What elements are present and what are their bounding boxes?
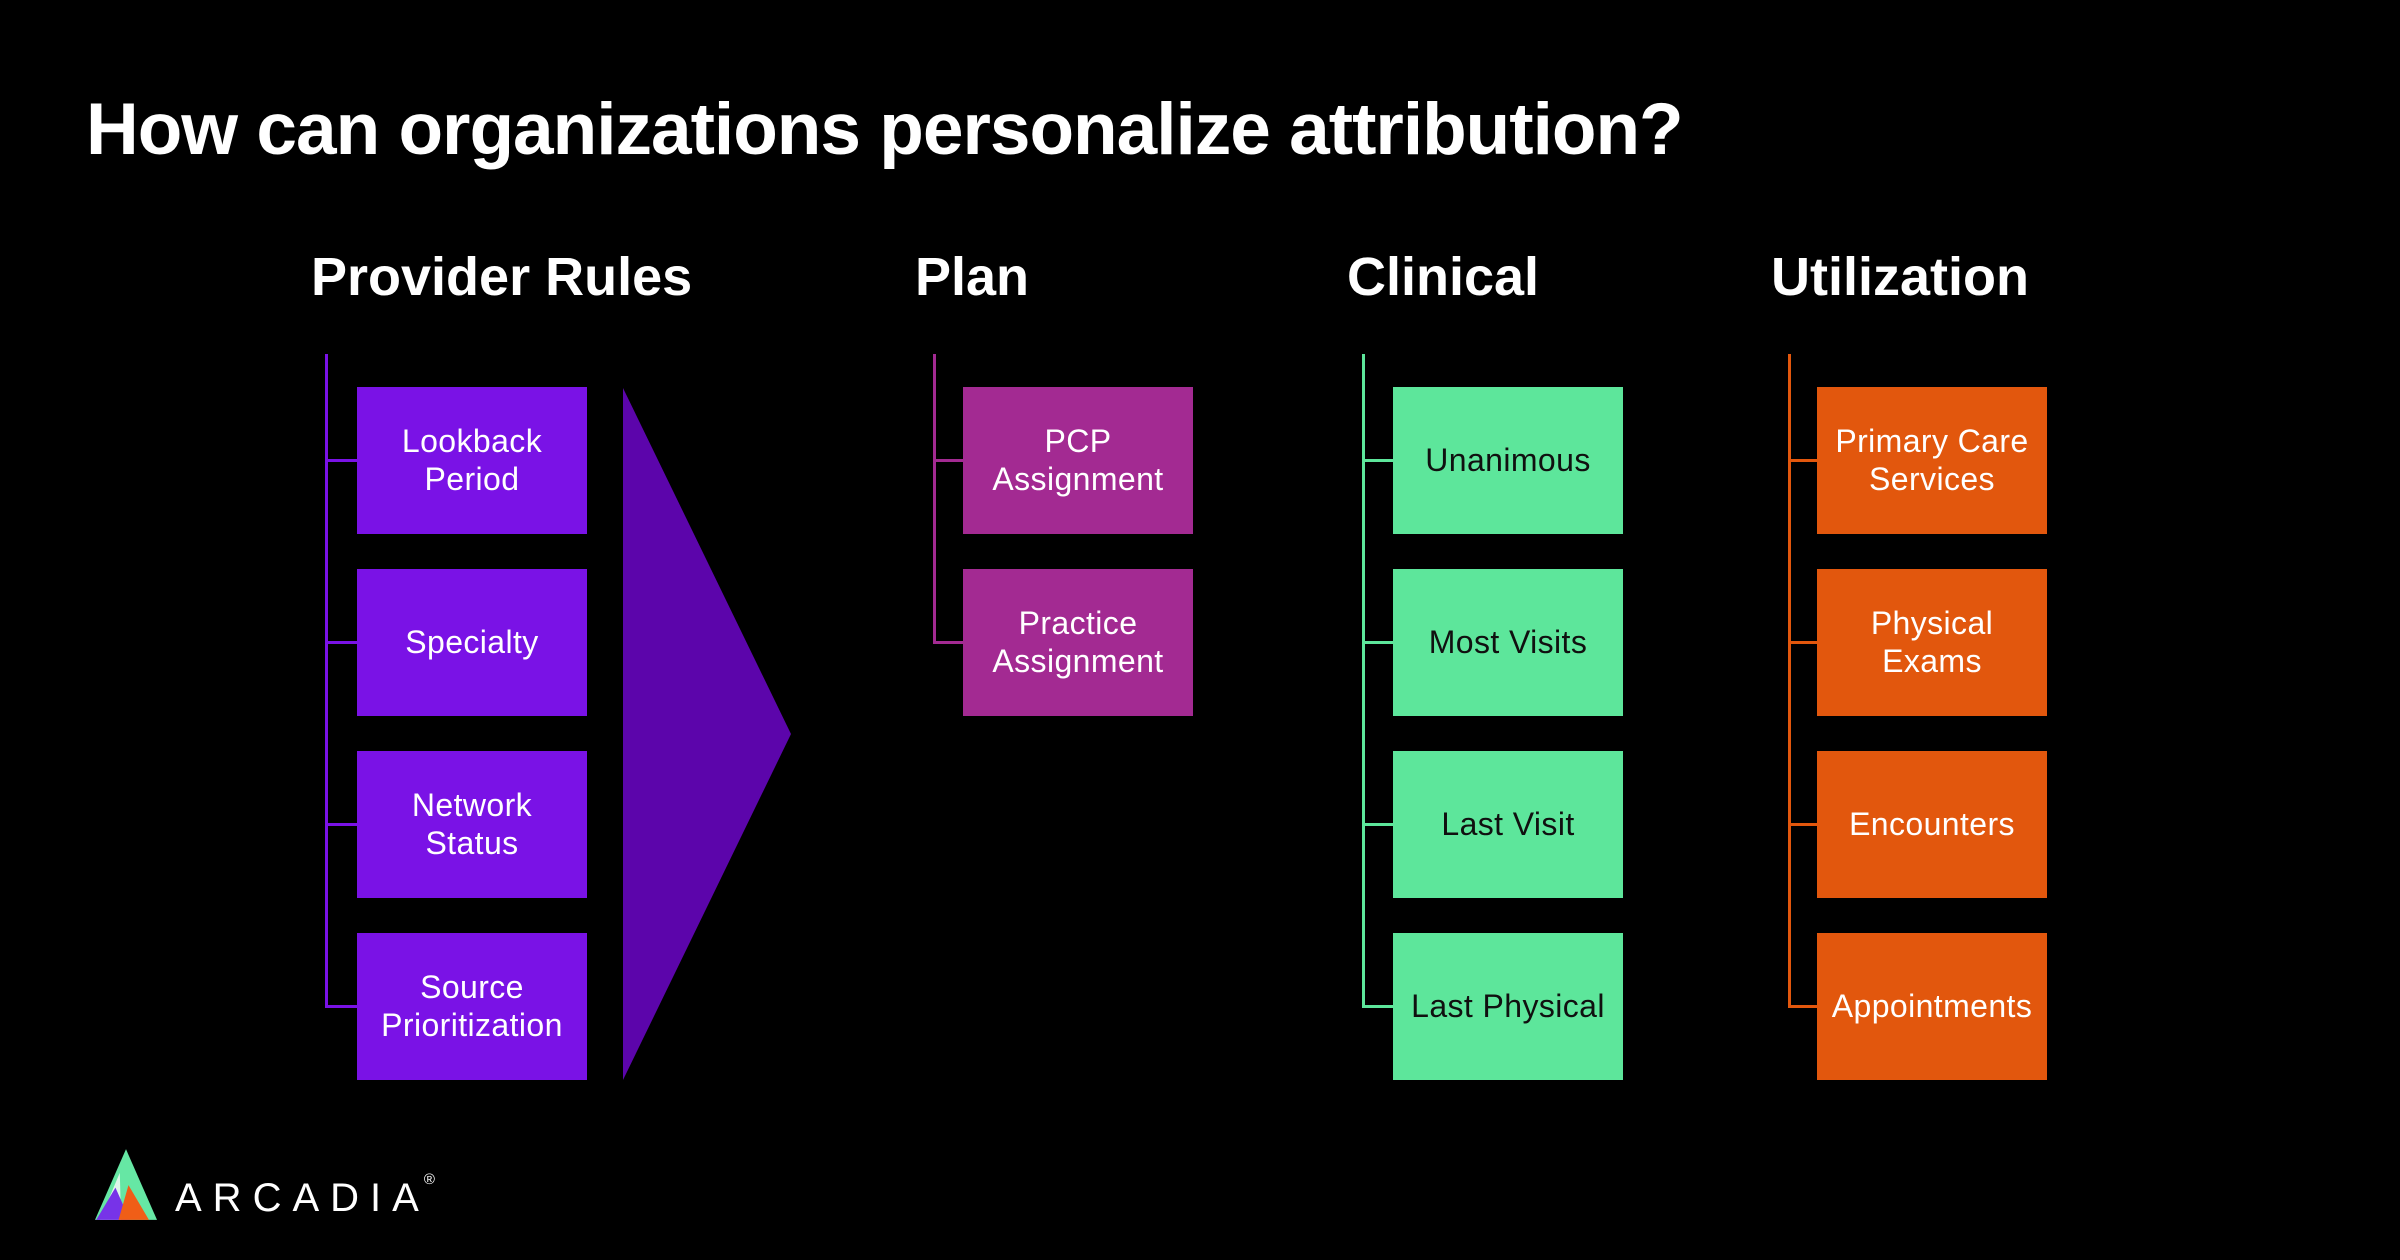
column-header-plan: Plan xyxy=(915,247,1030,307)
connector-line xyxy=(1362,354,1365,1008)
registered-mark: ® xyxy=(423,1171,435,1188)
connector-line xyxy=(1788,354,1791,1008)
connector-stub xyxy=(933,641,963,644)
connector-stub xyxy=(1362,823,1393,826)
flow-node-physical-exams: Physical Exams xyxy=(1817,569,2047,716)
connector-stub xyxy=(1362,459,1393,462)
flow-node-appointments: Appointments xyxy=(1817,933,2047,1080)
brand-wordmark: ARCADIA xyxy=(175,1176,430,1220)
connector-stub xyxy=(325,823,357,826)
connector-stub xyxy=(1788,823,1817,826)
page-title: How can organizations personalize attrib… xyxy=(86,89,1684,170)
flow-node-practice-assignment: Practice Assignment xyxy=(963,569,1193,716)
column-header-provider-rules: Provider Rules xyxy=(311,247,693,307)
flow-node-encounters: Encounters xyxy=(1817,751,2047,898)
flow-node-source-prioritization: Source Prioritization xyxy=(357,933,587,1080)
connector-line xyxy=(325,354,328,1008)
column-header-clinical: Clinical xyxy=(1347,247,1540,307)
column-header-utilization: Utilization xyxy=(1771,247,2029,307)
connector-line xyxy=(933,354,936,644)
arcadia-triangle-icon xyxy=(95,1149,157,1220)
flow-node-last-visit: Last Visit xyxy=(1393,751,1623,898)
arrow-icon xyxy=(623,388,791,1080)
connector-stub xyxy=(1788,1005,1817,1008)
flow-node-specialty: Specialty xyxy=(357,569,587,716)
brand-logo: ARCADIA ® xyxy=(95,1148,435,1220)
connector-stub xyxy=(1362,641,1393,644)
flow-node-primary-care-services: Primary Care Services xyxy=(1817,387,2047,534)
connector-stub xyxy=(933,459,963,462)
connector-stub xyxy=(1362,1005,1393,1008)
connector-stub xyxy=(1788,641,1817,644)
flow-node-pcp-assignment: PCP Assignment xyxy=(963,387,1193,534)
flow-node-lookback-period: Lookback Period xyxy=(357,387,587,534)
flow-node-network-status: Network Status xyxy=(357,751,587,898)
flow-node-unanimous: Unanimous xyxy=(1393,387,1623,534)
connector-stub xyxy=(325,459,357,462)
connector-stub xyxy=(325,641,357,644)
connector-stub xyxy=(325,1005,357,1008)
connector-stub xyxy=(1788,459,1817,462)
flow-node-most-visits: Most Visits xyxy=(1393,569,1623,716)
flow-node-last-physical: Last Physical xyxy=(1393,933,1623,1080)
